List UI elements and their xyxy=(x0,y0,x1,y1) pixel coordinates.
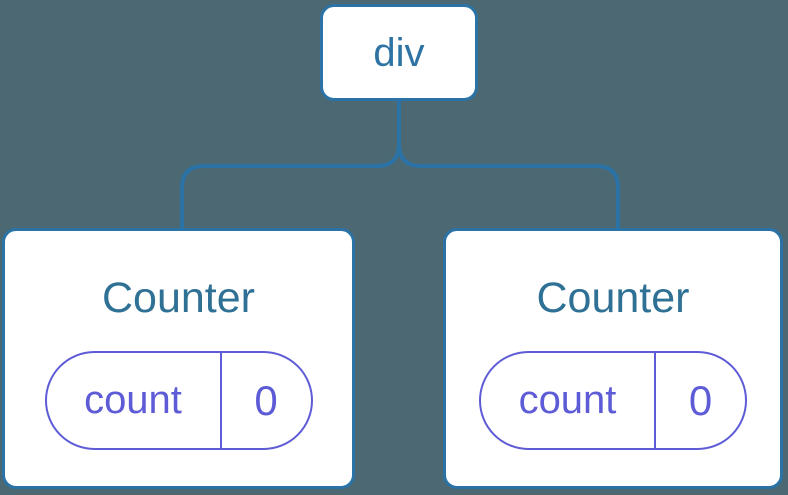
state-pill: count 0 xyxy=(44,351,313,450)
connector-left-branch xyxy=(180,99,401,230)
state-pill: count 0 xyxy=(479,351,747,450)
state-value: 0 xyxy=(654,353,745,448)
state-key: count xyxy=(84,378,182,422)
state-key: count xyxy=(518,378,617,422)
connector-right-branch xyxy=(397,99,620,230)
component-title: Counter xyxy=(102,274,255,322)
component-title: Counter xyxy=(536,274,690,322)
root-node-div: div xyxy=(320,4,478,101)
root-node-label: div xyxy=(373,30,425,75)
counter-card-right: Counter count 0 xyxy=(443,228,783,489)
state-value: 0 xyxy=(219,353,311,448)
counter-card-left: Counter count 0 xyxy=(2,228,355,489)
